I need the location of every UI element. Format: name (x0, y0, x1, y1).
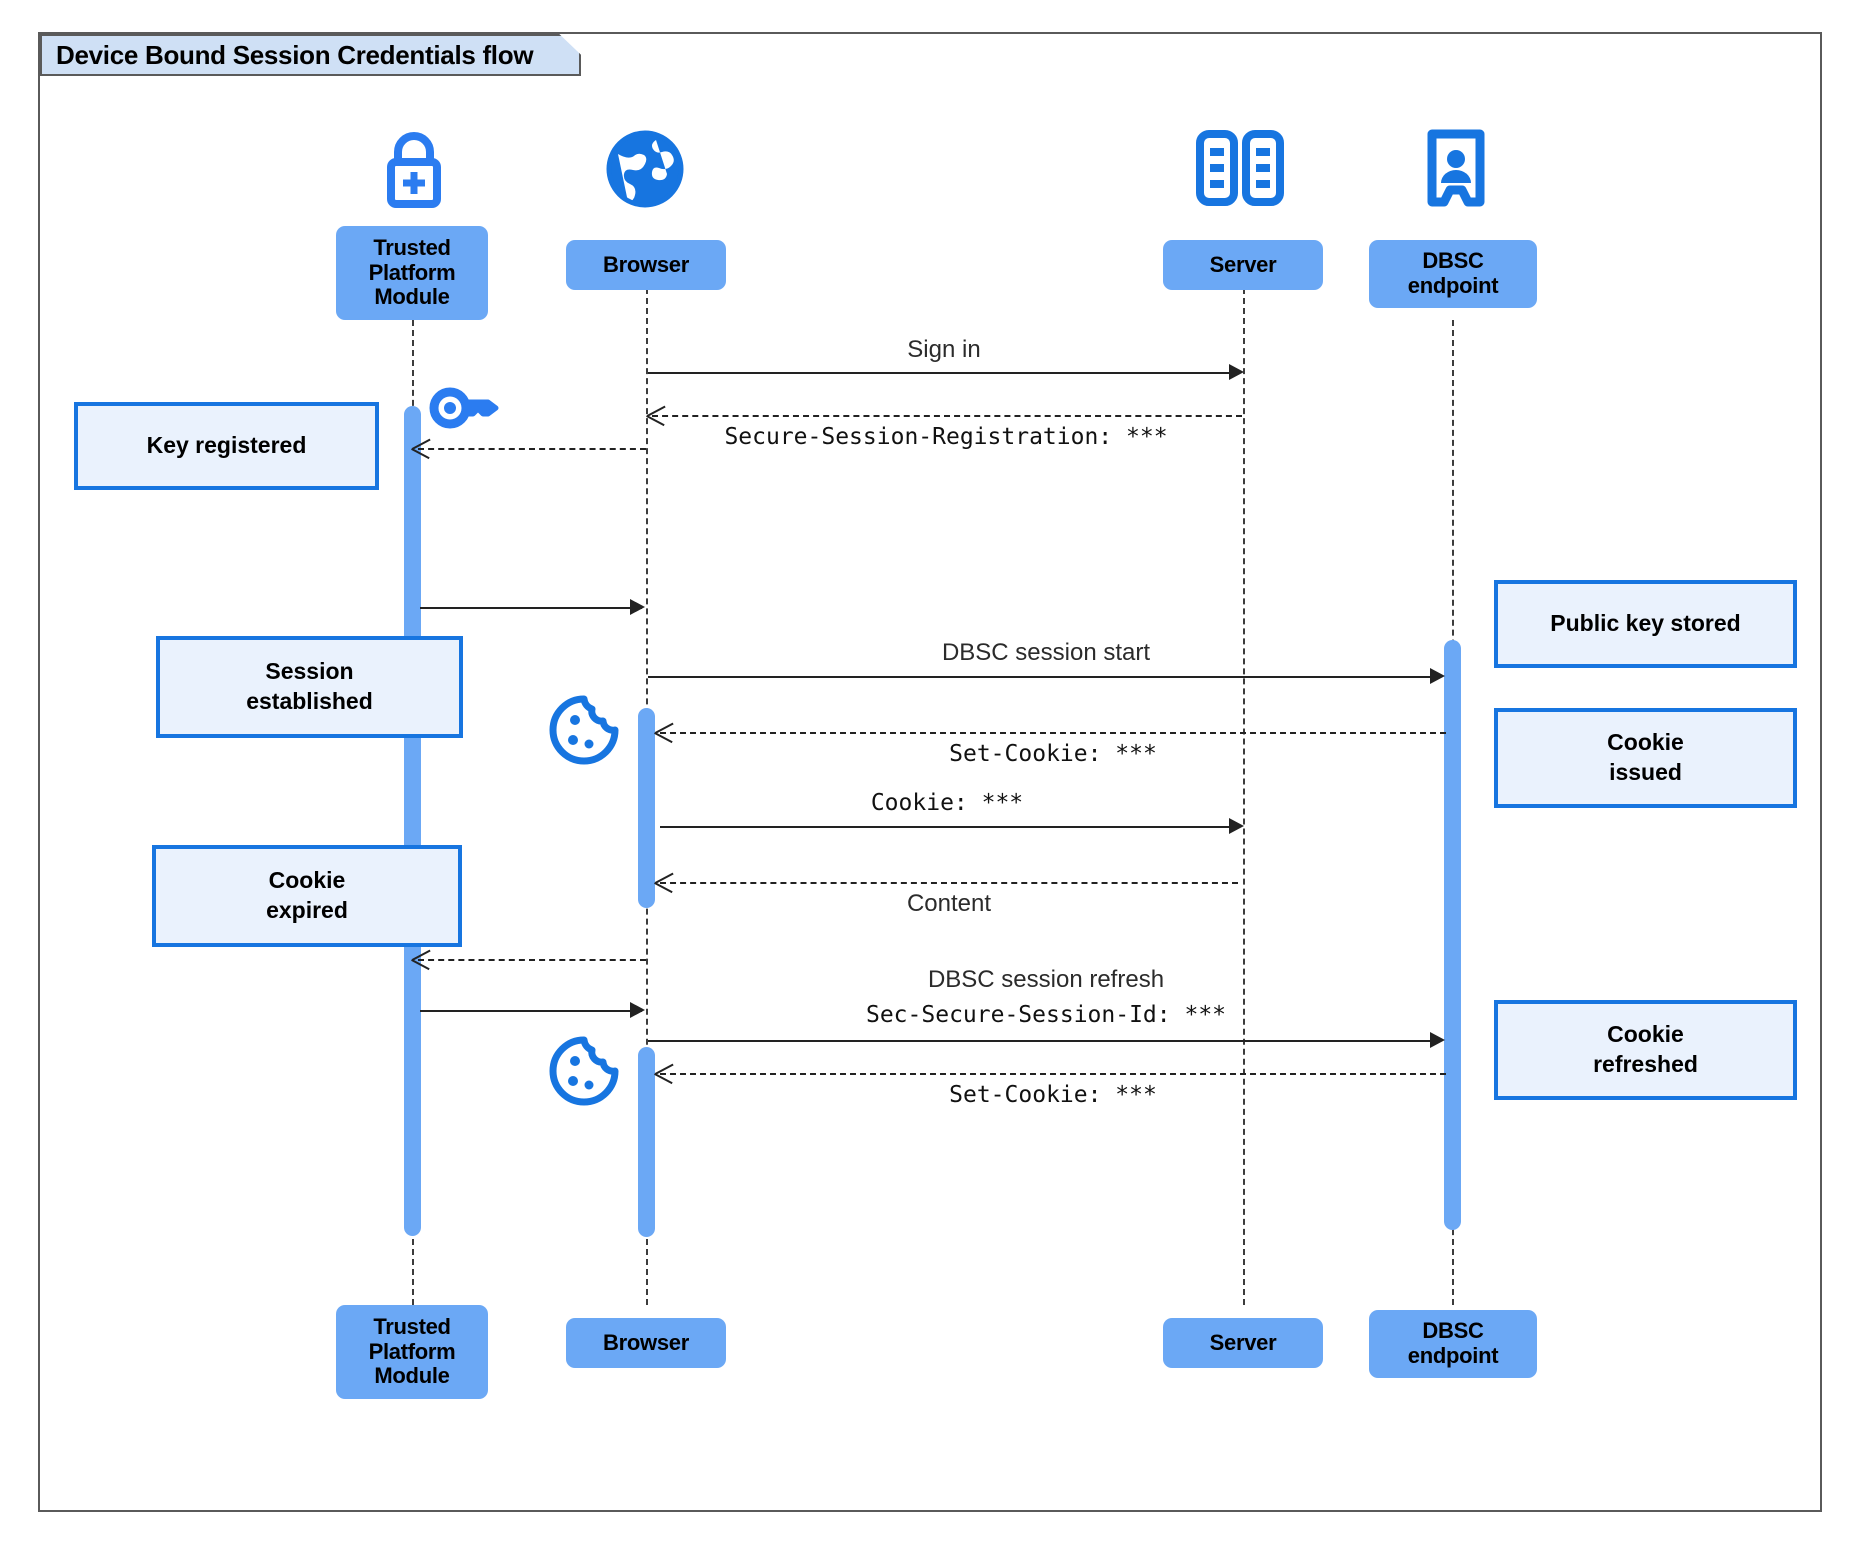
message-arrow-sign-in (648, 372, 1234, 374)
participant-dbsc-bottom[interactable]: DBSC endpoint (1369, 1310, 1537, 1378)
arrowhead-right (1430, 668, 1445, 684)
message-label-sec-secure-session-id: Sec-Secure-Session-Id: *** (865, 1002, 1227, 1028)
message-label-dbsc-session-refresh: DBSC session refresh (927, 966, 1165, 993)
message-label-set-cookie-2: Set-Cookie: *** (949, 1082, 1157, 1108)
participant-label: DBSC endpoint (1407, 248, 1499, 298)
lock-plus-icon (374, 128, 454, 210)
id-badge-icon (1424, 128, 1488, 208)
arrowhead-right (630, 599, 645, 615)
arrowhead-right (630, 1002, 645, 1018)
activation-dbsc (1444, 640, 1461, 1230)
cookie-icon (548, 694, 620, 766)
note-text: Key registered (146, 432, 307, 459)
participant-label: DBSC endpoint (1407, 1318, 1499, 1368)
message-arrow-dbsc-session-start (648, 676, 1434, 678)
arrowhead-left-thin (655, 873, 673, 891)
participant-server-bottom[interactable]: Server (1163, 1318, 1323, 1368)
arrowhead-left-thin (655, 723, 673, 741)
arrowhead-right (1229, 364, 1244, 380)
participant-label: Trusted Platform Module (368, 1314, 456, 1389)
note-text: Public key stored (1550, 610, 1741, 637)
participant-browser-top[interactable]: Browser (566, 240, 726, 290)
message-arrow-content (660, 882, 1238, 884)
message-label-set-cookie-1: Set-Cookie: *** (949, 741, 1157, 767)
message-arrow-dbsc-session-refresh (648, 1040, 1438, 1042)
message-arrow-to-tpm-1 (418, 448, 646, 450)
participant-label: Browser (603, 251, 689, 277)
message-label-dbsc-session-start: DBSC session start (941, 639, 1151, 666)
message-arrow-cookie (660, 826, 1234, 828)
participant-browser-bottom[interactable]: Browser (566, 1318, 726, 1368)
activation-browser-1 (638, 708, 655, 908)
key-icon (428, 384, 502, 432)
participant-tpm-bottom[interactable]: Trusted Platform Module (336, 1305, 488, 1399)
arrowhead-left-thin (647, 406, 665, 424)
arrowhead-right (1229, 818, 1244, 834)
globe-icon (604, 128, 686, 210)
arrowhead-left-thin (655, 1064, 673, 1082)
activation-tpm (404, 406, 421, 1236)
participant-dbsc-top[interactable]: DBSC endpoint (1369, 240, 1537, 308)
note-cookie-issued: Cookie issued (1494, 708, 1797, 808)
participant-tpm-top[interactable]: Trusted Platform Module (336, 226, 488, 320)
message-label-sign-in: Sign in (907, 336, 981, 363)
note-text: Session established (246, 658, 373, 714)
participant-label: Server (1209, 1329, 1277, 1355)
note-text: Cookie refreshed (1593, 1021, 1698, 1077)
note-session-established: Session established (156, 636, 463, 738)
arrowhead-left-thin (412, 950, 430, 968)
participant-server-top[interactable]: Server (1163, 240, 1323, 290)
participant-label: Trusted Platform Module (368, 235, 456, 310)
lifeline-server (1243, 278, 1245, 1305)
message-arrow-set-cookie-2 (660, 1073, 1446, 1075)
message-arrow-secure-session-registration (652, 415, 1242, 417)
diagram-title: Device Bound Session Credentials flow (40, 34, 581, 76)
note-cookie-expired: Cookie expired (152, 845, 462, 947)
server-rack-icon (1196, 130, 1284, 206)
message-arrow-from-tpm-2 (420, 1010, 642, 1012)
message-label-content: Content (906, 890, 992, 917)
note-text: Cookie expired (266, 867, 348, 923)
cookie-icon (548, 1035, 620, 1107)
note-public-key-stored: Public key stored (1494, 580, 1797, 668)
note-key-registered: Key registered (74, 402, 379, 490)
note-text: Cookie issued (1607, 729, 1684, 785)
message-arrow-set-cookie-1 (660, 732, 1446, 734)
activation-browser-2 (638, 1047, 655, 1237)
message-arrow-from-tpm-1 (420, 607, 642, 609)
note-cookie-refreshed: Cookie refreshed (1494, 1000, 1797, 1100)
participant-label: Server (1209, 251, 1277, 277)
message-label-secure-session-registration: Secure-Session-Registration: *** (724, 424, 1168, 450)
arrowhead-right (1430, 1032, 1445, 1048)
participant-label: Browser (603, 1329, 689, 1355)
message-label-cookie: Cookie: *** (870, 790, 1024, 816)
message-arrow-to-tpm-2 (418, 959, 646, 961)
arrowhead-left-thin (412, 439, 430, 457)
